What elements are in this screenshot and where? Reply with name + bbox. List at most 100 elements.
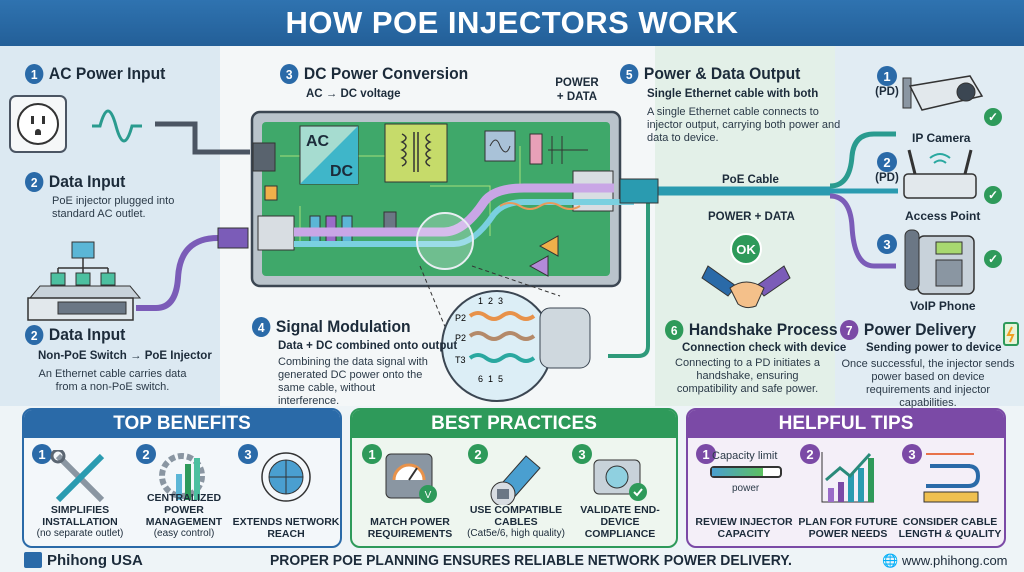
step-number-badge: 2	[25, 325, 44, 345]
handshake-return-arrow	[608, 194, 650, 358]
ac-power-cord	[155, 121, 250, 155]
item-number: 1	[696, 444, 716, 464]
pin-numbers-top: 1 2 3	[478, 296, 503, 306]
poe-diagram: AC DC P2 P2 T3 1 2 3 6 1 5	[9, 75, 1019, 402]
step-handshake-subtitle: Connection check with device	[682, 342, 847, 354]
battery-charging-icon	[1003, 322, 1019, 346]
device-ip-camera-label: IP Camera	[912, 131, 971, 145]
helpful-tips-panel: HELPFUL TIPS 1 Capacity limit power REVI…	[686, 408, 1006, 548]
device-voip-phone-label: VoIP Phone	[910, 299, 976, 313]
device-number: 1	[877, 66, 897, 86]
item-label: PLAN FOR FUTURE POWER NEEDS	[798, 516, 898, 540]
camera-check-icon	[593, 459, 647, 501]
pd-tag: (PD)	[875, 172, 899, 184]
footer-tagline: PROPER POE PLANNING ENSURES RELIABLE NET…	[270, 552, 792, 569]
item-label: REVIEW INJECTOR CAPACITY	[695, 516, 793, 540]
item-label: VALIDATE END-DEVICE COMPLIANCE	[580, 504, 660, 540]
step-handshake-desc: Connecting to a PD initiates a handshake…	[675, 357, 820, 395]
step-data-input-a-desc: PoE injector plugged into standard AC ou…	[52, 195, 175, 220]
pair-label: P2	[455, 333, 466, 343]
phone-branch	[829, 193, 896, 269]
network-switch-icon	[27, 241, 142, 321]
benefit-item: 3 EXTENDS NETWORK REACH	[233, 444, 339, 544]
device-ip-camera-tag: 1(PD)	[874, 66, 900, 98]
pair-label: T3	[455, 355, 466, 365]
item-label: SIMPLIFIES INSTALLATION	[42, 504, 118, 528]
step-signal-modulation-subtitle: Data + DC combined onto output	[278, 340, 458, 352]
step-number-badge: 3	[280, 64, 299, 84]
device-voip-phone-tag: 3	[874, 234, 900, 254]
power-data-callout: POWER + DATA	[555, 77, 599, 103]
growth-chart-icon	[821, 452, 874, 503]
device-access-point-label: Access Point	[905, 209, 981, 223]
item-number: 3	[902, 444, 922, 464]
check-icon: ✓	[984, 186, 1002, 204]
step-number-badge: 5	[620, 64, 639, 84]
practice-item: 3 VALIDATE END-DEVICE COMPLIANCE	[570, 444, 670, 544]
ip-camera-icon	[902, 75, 984, 111]
step-signal-modulation-desc: Combining the data signal with generated…	[278, 356, 428, 407]
step-title: Handshake Process	[688, 320, 838, 339]
tip-item: 2 PLAN FOR FUTURE POWER NEEDS	[798, 444, 898, 544]
gauge-icon: V	[385, 453, 437, 503]
step-title: AC Power Input	[48, 64, 166, 83]
step-data-input-b-subtitle: Non-PoE Switch → PoE Injector	[38, 350, 212, 362]
cable-icon	[490, 455, 541, 505]
power-data-label: POWER + DATA	[708, 211, 795, 223]
check-icon: ✓	[984, 108, 1002, 126]
capacity-bar-fill	[712, 468, 763, 476]
voip-phone-icon	[904, 229, 975, 295]
benefit-item: 2 CENTRALIZED POWER MANAGEMENT(easy cont…	[134, 444, 234, 544]
step-title: Power & Data Output	[643, 64, 801, 83]
step-output-subtitle: Single Ethernet cable with both	[647, 88, 819, 100]
rj45-plug-icon	[217, 227, 249, 249]
step-dc-conversion-subtitle: AC → DC voltage	[306, 88, 401, 100]
pin-numbers-bottom: 6 1 5	[478, 374, 503, 384]
ac-label: AC	[306, 133, 330, 150]
item-label: CONSIDER CABLE LENGTH & QUALITY	[898, 516, 1002, 540]
dc-label: DC	[330, 163, 354, 180]
website-link[interactable]: www.phihong.com	[902, 553, 1008, 568]
outlet-icon	[9, 95, 67, 153]
camera-branch	[829, 131, 896, 189]
step-title: DC Power Conversion	[303, 64, 469, 83]
injector-pcb: AC DC	[250, 110, 634, 288]
step-data-input-b-desc: An Ethernet cable carries data from a no…	[38, 368, 187, 393]
top-benefits-panel: TOP BENEFITS 1 SIMPLIFIES INSTALLATION(n…	[22, 408, 342, 548]
ok-text: OK	[736, 242, 756, 257]
tools-icon	[50, 450, 105, 503]
capacity-limit-label: Capacity limit	[712, 450, 778, 462]
tip-item: 1 Capacity limit power REVIEW INJECTOR C…	[694, 444, 794, 544]
step-title: Data Input	[48, 325, 126, 344]
item-number: 2	[800, 444, 820, 464]
power-label: power	[732, 483, 760, 494]
benefit-item: 1 SIMPLIFIES INSTALLATION(no separate ou…	[30, 444, 130, 544]
globe-icon: 🌐	[882, 553, 899, 568]
item-label: EXTENDS NETWORK REACH	[232, 516, 340, 540]
page-title: HOW POE INJECTORS WORK	[0, 0, 1024, 46]
item-label: USE COMPATIBLE CABLES	[469, 504, 563, 528]
phihong-logo-icon	[24, 552, 42, 568]
practice-item: 2 USE COMPATIBLE CABLES(Cat5e/6, high qu…	[466, 444, 566, 544]
device-access-point-tag: 2(PD)	[874, 152, 900, 184]
brand-name: Phihong USA	[47, 552, 143, 569]
access-point-icon	[903, 149, 977, 199]
step-number-badge: 6	[665, 320, 684, 340]
data-input-cable	[136, 235, 248, 311]
step-output-desc: A single Ethernet cable connects to inje…	[647, 106, 841, 144]
item-number: 1	[32, 444, 52, 464]
handshake-icon	[701, 265, 791, 309]
item-number: 1	[362, 444, 382, 464]
magnifier-guide	[419, 265, 561, 352]
gear-chart-icon	[159, 453, 205, 500]
cable-length-icon	[923, 453, 980, 503]
panel-title: BEST PRACTICES	[352, 410, 676, 438]
item-label: MATCH POWER REQUIREMENTS	[367, 516, 453, 540]
step-number-badge: 7	[840, 320, 859, 340]
